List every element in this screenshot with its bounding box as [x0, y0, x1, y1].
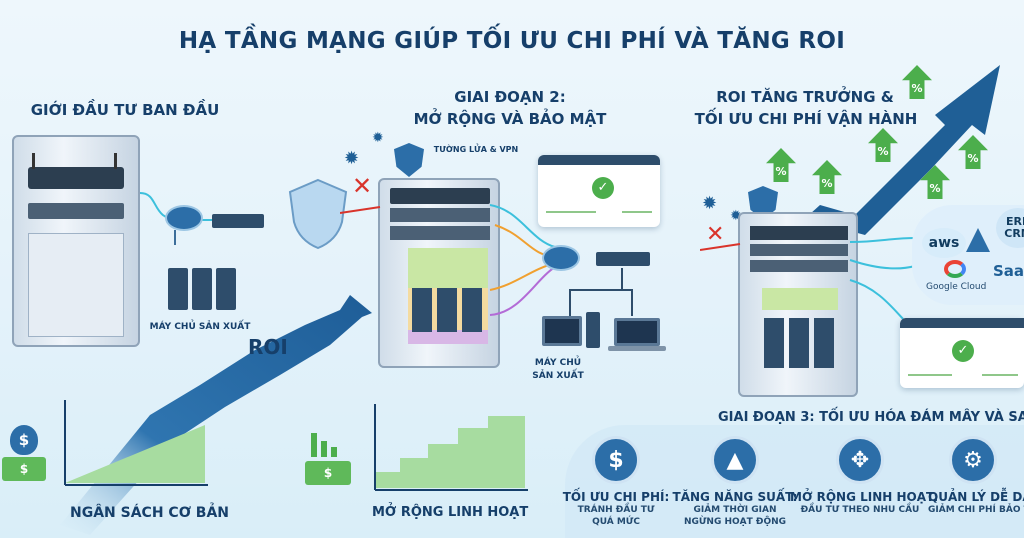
stage3-heading-line1: ROI TĂNG TRƯỞNG & — [716, 88, 894, 106]
scale-label: MỞ RỘNG LINH HOẠT — [372, 505, 529, 520]
firewall-unit — [390, 188, 490, 204]
check-icon: ✓ — [952, 340, 974, 362]
expand-arrows-icon: ✥ — [836, 436, 884, 484]
benefit-title: TĂNG NĂNG SUẤT: — [672, 490, 798, 504]
server-blades — [764, 318, 836, 368]
benefit-desc: NGỪNG HOẠT ĐỘNG — [683, 517, 787, 527]
money-bag-icon: $ $ — [2, 425, 48, 485]
benefit-desc: GIẢM THỜI GIAN — [693, 505, 777, 515]
switch-icon — [212, 214, 264, 228]
virus-icon: ✹ — [702, 193, 718, 214]
stage3-server-rack — [738, 212, 858, 397]
page-title: HẠ TẦNG MẠNG GIÚP TỐI ƯU CHI PHÍ VÀ TĂNG… — [178, 28, 846, 54]
virus-icon: ✹ — [344, 148, 360, 169]
desktop-monitor-icon — [542, 316, 582, 346]
stage3-dashboard-panel: ✓ — [900, 318, 1024, 388]
erp-label: ERP — [1005, 215, 1024, 228]
saas-label: SaaS — [993, 262, 1024, 280]
rack-bay — [28, 233, 124, 337]
benefit-title: TỐI ƯU CHI PHÍ: — [562, 490, 670, 504]
stage1-heading: GIỚI ĐẦU TƯ BAN ĐẦU — [30, 101, 220, 119]
scale-chart — [374, 404, 528, 491]
blocked-x-icon: ✕ — [352, 172, 373, 200]
switch-unit — [750, 260, 848, 272]
money-growth-icon: $ — [305, 433, 355, 489]
storage-bay — [762, 288, 838, 310]
pc-tower-icon — [586, 312, 600, 348]
benefit-card-cost: $ TỐI ƯU CHI PHÍ: TRÁNH ĐẦU TƯ QUÁ MỨC — [556, 436, 676, 528]
gear-icon: ⚙ — [949, 436, 997, 484]
stage2-lan-cables — [569, 268, 633, 316]
benefit-desc: GIẢM CHI PHÍ BẢO T — [928, 505, 1024, 515]
router-icon — [542, 245, 580, 271]
google-cloud-icon — [944, 260, 966, 278]
switch-unit — [750, 244, 848, 256]
google-cloud-label: Google Cloud — [926, 282, 987, 292]
firewall-label: TƯỜNG LỬA & VPN — [433, 145, 519, 154]
stage2-heading-line2: MỞ RỘNG VÀ BẢO MẬT — [413, 110, 607, 128]
switch-unit — [390, 226, 490, 240]
check-icon: ✓ — [592, 177, 614, 199]
benefit-card-scaling: ✥ MỞ RỘNG LINH HOẠT: ĐẦU TƯ THEO NHU CẦU — [790, 436, 939, 516]
benefits-band — [565, 425, 1024, 538]
stage2-dashboard-panel: ✓ — [538, 155, 660, 227]
money-hand-icon: $ — [592, 436, 640, 484]
switch-icon — [596, 252, 650, 266]
server-tower-icon — [168, 268, 238, 310]
server-blades — [412, 288, 484, 332]
stage2-heading-line1: GIAI ĐOẠN 2: — [454, 88, 566, 106]
benefit-title: QUẢN LÝ DỄ DÀNG: — [928, 490, 1024, 504]
roi-label: ROI — [248, 335, 288, 359]
aws-logo: aws — [922, 228, 966, 258]
blocked-x-icon: ✕ — [706, 222, 725, 247]
bar-chart-icon: ▲ — [711, 436, 759, 484]
stage1-server-label: MÁY CHỦ SẢN XUẤT — [149, 322, 251, 332]
switch-unit — [390, 208, 490, 222]
crm-label: CRM — [1004, 227, 1024, 240]
budget-label: NGÂN SÁCH CƠ BẢN — [70, 505, 230, 521]
virus-icon: ✹ — [730, 208, 742, 224]
benefit-desc: QUÁ MỨC — [592, 517, 640, 527]
storage-bay — [408, 248, 488, 288]
benefit-desc: TRÁNH ĐẦU TƯ — [577, 505, 655, 515]
laptop-icon — [614, 318, 660, 346]
benefit-card-management: ⚙ QUẢN LÝ DỄ DÀNG: GIẢM CHI PHÍ BẢO T — [922, 436, 1024, 516]
storage-bay — [408, 330, 488, 344]
benefit-title: MỞ RỘNG LINH HOẠT: — [790, 490, 939, 504]
shield-icon — [288, 178, 348, 250]
router-icon — [165, 205, 203, 231]
stage2-server-label-line2: SẢN XUẤT — [532, 371, 584, 381]
erp-crm-badge: ERP CRM — [996, 208, 1024, 248]
antenna — [114, 153, 117, 169]
stage2-server-rack — [378, 178, 500, 368]
stage2-cables — [340, 204, 556, 316]
benefit-card-productivity: ▲ TĂNG NĂNG SUẤT: GIẢM THỜI GIAN NGỪNG H… — [670, 436, 800, 528]
stage2-server-label-line1: MÁY CHỦ — [534, 358, 582, 368]
budget-chart — [64, 400, 208, 486]
antenna — [32, 153, 35, 169]
switch-unit — [28, 203, 124, 219]
virus-icon: ✹ — [372, 130, 384, 146]
router-unit — [28, 167, 124, 189]
stage3-cables — [700, 237, 916, 331]
benefit-desc: ĐẦU TƯ THEO NHU CẦU — [800, 505, 920, 515]
stage1-server-rack — [12, 135, 140, 347]
stage3-subheading: GIAI ĐOẠN 3: TỐI ƯU HÓA ĐÁM MÂY VÀ SAAS — [718, 410, 1024, 425]
laptop-base — [608, 346, 666, 351]
firewall-unit — [750, 226, 848, 240]
stage3-heading-line2: TỐI ƯU CHI PHÍ VẬN HÀNH — [694, 110, 918, 128]
